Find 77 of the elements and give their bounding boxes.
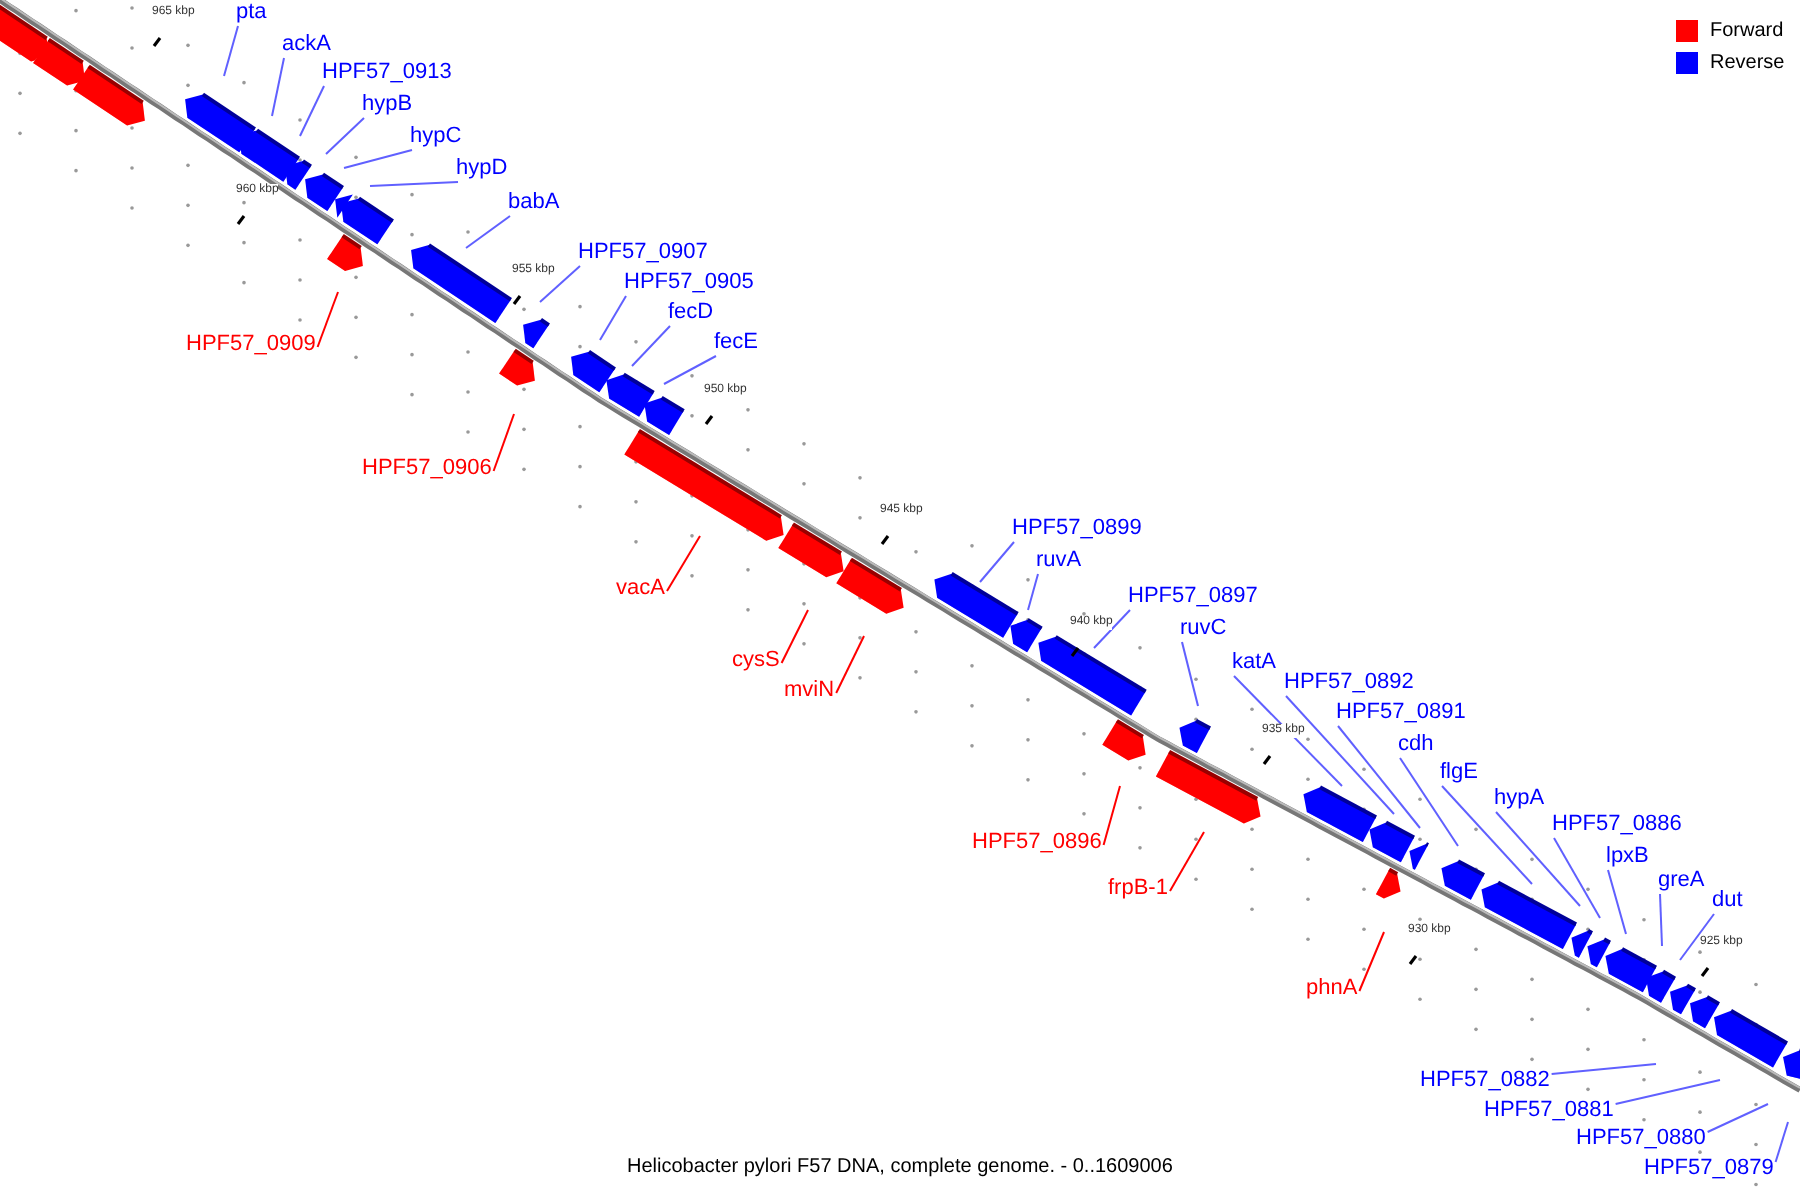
leader-line [599,295,627,341]
gene-label: HPF57_0892 [1284,670,1414,696]
gene-label: ruvC [1180,616,1227,642]
legend-label: Forward [1710,20,1784,44]
leader-line [539,265,581,303]
leader-line [1233,675,1343,787]
leader-line [316,291,339,348]
gene-label: hypC [410,124,462,150]
gene-label: hypB [362,92,413,118]
gene-label: phnA [1306,976,1358,1002]
gene-label: HPF57_0906 [362,456,492,482]
gene-label: lpxB [1606,844,1649,870]
gene-label: hypD [456,156,508,182]
gene-label: HPF57_0899 [1012,516,1142,542]
gene-label: frpB-1 [1108,876,1168,902]
leader-line [666,535,701,592]
leader-line [1553,837,1601,919]
leader-line [343,149,413,169]
leader-line [1027,573,1039,611]
gene-label: dut [1712,888,1743,914]
gene-label: ackA [282,32,331,58]
gene-label: HPF57_0886 [1552,812,1682,838]
gene-label: HPF57_0891 [1336,700,1466,726]
leader-line [299,85,325,137]
gene-label: babA [508,190,560,216]
leader-line [1169,831,1205,892]
leader-line [1614,1079,1721,1105]
caption: Helicobacter pylori F57 DNA, complete genome. - 0..1609006 [627,1156,1173,1180]
gene-label: HPF57_0905 [624,270,754,296]
leader-line [1659,893,1663,947]
gene-label: cysS [732,648,780,674]
leader-line [1706,1103,1769,1133]
leader-line [631,325,671,367]
leader-line [325,117,365,155]
gene-label: hypA [1494,786,1545,812]
leader-line [1093,609,1131,649]
legend-label: Reverse [1710,52,1785,76]
gene-label: HPF57_0881 [1484,1098,1614,1124]
leader-line [663,355,717,385]
leader-line [1774,1121,1789,1163]
leader-line [780,609,809,664]
gene-label: greA [1658,868,1705,894]
leader-line [271,57,285,117]
leader-line [1102,785,1121,846]
leader-line [1550,1063,1657,1075]
leader-line [1495,811,1581,907]
leader-line [1358,931,1385,992]
gene-label: vacA [616,576,665,602]
leader-line [1607,869,1627,935]
leader-line [369,181,459,187]
gene-label: HPF57_0913 [322,60,452,86]
gene-label: HPF57_0907 [578,240,708,266]
gene-label: mviN [784,678,835,704]
gene-label: pta [236,0,267,26]
gene-label: HPF57_0882 [1420,1068,1550,1094]
leader-line [1399,757,1459,847]
gene-label: HPF57_0897 [1128,584,1258,610]
gene-label: flgE [1440,760,1478,786]
leader-line [835,635,865,694]
leader-line [223,25,239,77]
leader-line [1285,695,1395,815]
gene-label: fecE [714,330,759,356]
gene-label: HPF57_0880 [1576,1126,1706,1152]
leader-line [1679,913,1715,961]
leader-line [1181,641,1199,707]
gene-label: cdh [1398,732,1434,758]
leader-line [492,413,515,472]
leader-line [1337,725,1421,829]
gene-label: HPF57_0909 [186,332,316,358]
gene-label: ruvA [1036,548,1082,574]
leader-line [979,541,1015,583]
gene-label: HPF57_0879 [1644,1156,1774,1182]
gene-label: fecD [668,300,714,326]
gene-label: HPF57_0896 [972,830,1102,856]
leader-line [465,215,511,249]
leader-line [1441,785,1533,885]
gene-label: katA [1232,650,1277,676]
